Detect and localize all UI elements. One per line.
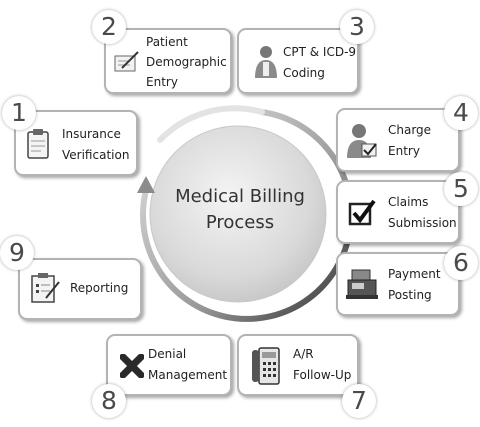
step-number-6: 6 <box>444 246 478 280</box>
step-card-6: Payment Posting <box>336 252 460 316</box>
step-number-5: 5 <box>444 172 478 206</box>
step-label-8: Denial Management <box>148 347 228 382</box>
center-disc <box>149 125 327 303</box>
step-number-7: 7 <box>342 384 376 418</box>
step-label-5: Claims Submission <box>388 195 457 230</box>
clipboard-icon <box>27 129 49 159</box>
process-cycle-arc-top <box>157 105 265 143</box>
step-number-9: 9 <box>0 236 34 270</box>
step-card-5: Claims Submission <box>336 180 460 244</box>
step-label-9: Reporting <box>70 281 129 295</box>
report-icon <box>31 273 60 303</box>
checkbox-icon <box>348 199 376 226</box>
x-mark-icon <box>120 354 144 378</box>
cash-register-icon <box>346 269 378 299</box>
step-number-3: 3 <box>340 10 374 44</box>
step-number-1: 1 <box>2 96 36 130</box>
step-number-2: 2 <box>92 10 126 44</box>
telephone-icon <box>252 347 280 385</box>
person-check-icon <box>347 124 377 158</box>
step-card-2: Patient Demographic Entry <box>104 28 232 94</box>
process-cycle-arc <box>139 109 354 322</box>
step-card-1: Insurance Verification <box>14 110 138 176</box>
step-card-9: Reporting <box>18 258 142 320</box>
step-label-2: Patient Demographic Entry <box>146 35 227 89</box>
center-title: Medical Billing Process <box>175 186 305 233</box>
step-label-4: Charge Entry <box>388 123 432 158</box>
step-number-8: 8 <box>92 384 126 418</box>
step-card-8: Denial Management <box>106 334 232 396</box>
step-card-4: Charge Entry <box>336 108 460 172</box>
cycle-arrow-icon <box>137 176 155 193</box>
step-label-6: Payment Posting <box>388 267 441 302</box>
step-label-3: CPT & ICD-9 Coding <box>283 45 357 80</box>
step-card-3: CPT & ICD-9 Coding <box>237 28 359 94</box>
pen-form-icon <box>114 51 139 72</box>
step-number-4: 4 <box>444 96 478 130</box>
coder-person-icon <box>255 46 277 78</box>
step-card-7: A/R Follow-Up <box>237 334 359 396</box>
step-label-7: A/R Follow-Up <box>293 347 352 382</box>
step-label-1: Insurance Verification <box>62 127 130 162</box>
